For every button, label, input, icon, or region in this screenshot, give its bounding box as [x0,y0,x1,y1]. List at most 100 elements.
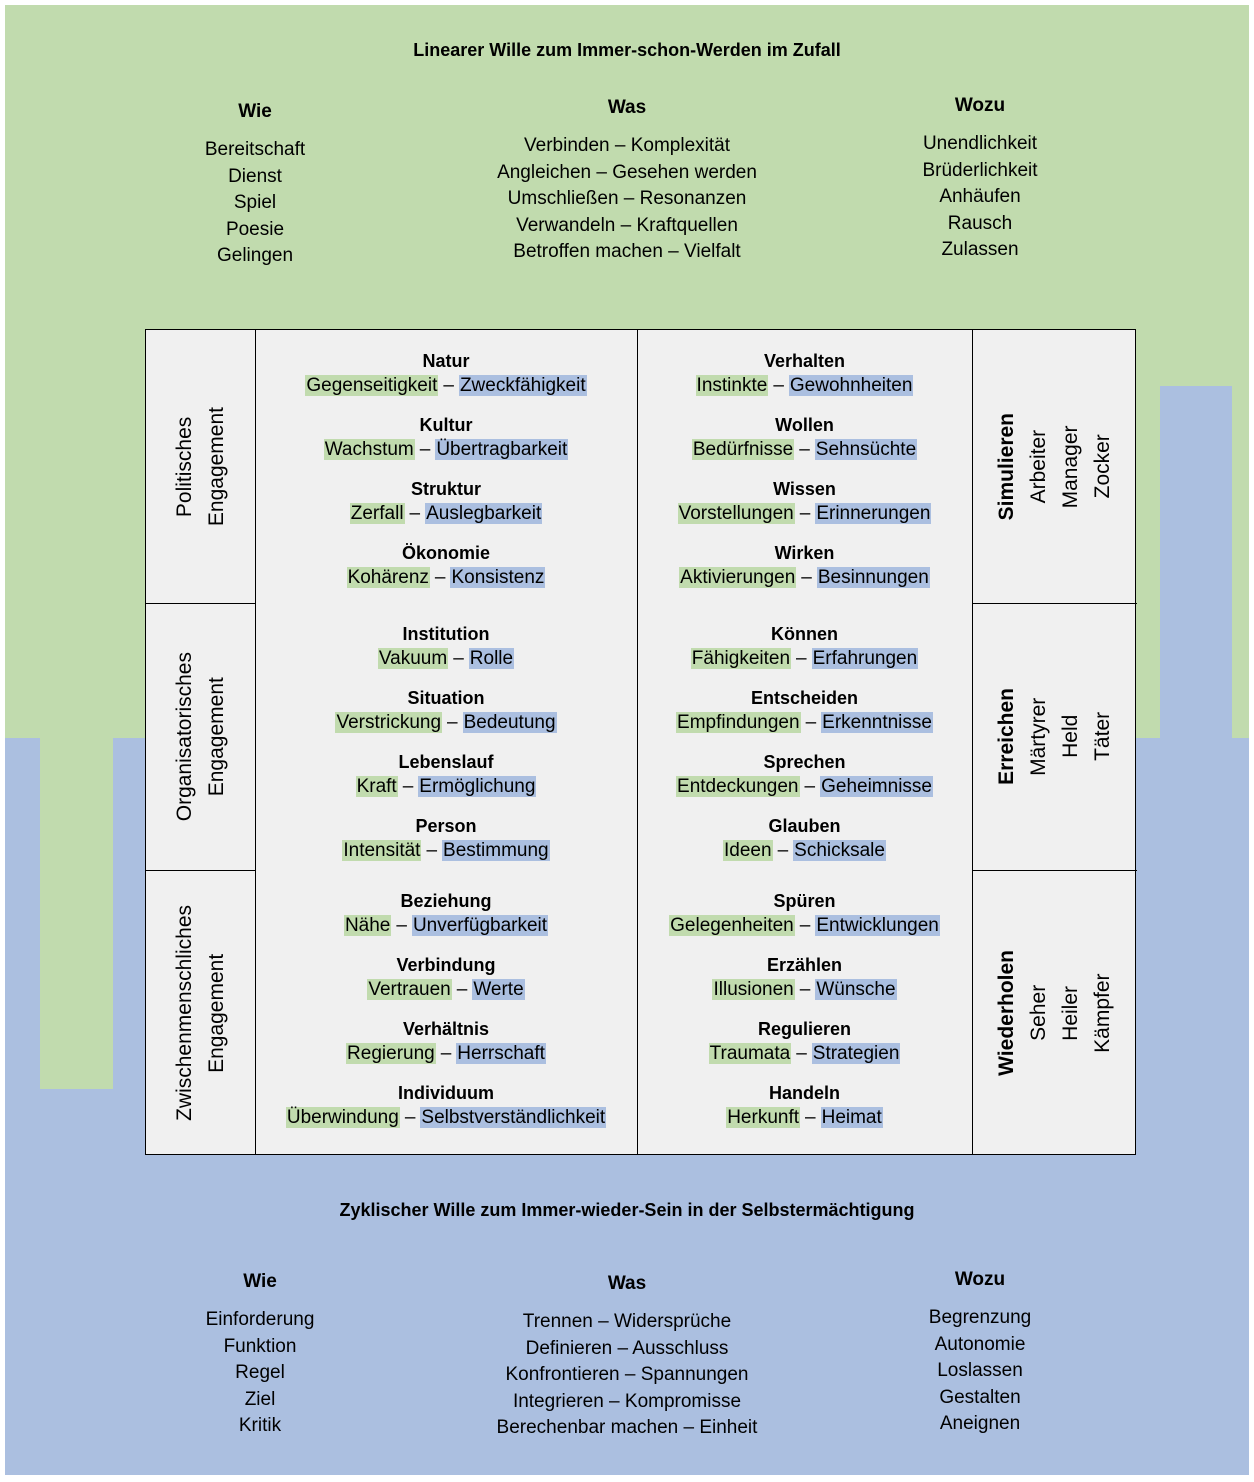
list-item: Gelingen [216,245,294,266]
concept-cyclic-term: Entwicklungen [815,915,940,936]
column-header: Wie [238,101,272,122]
mode-role: Täter [1091,711,1114,761]
list-item: Rausch [947,212,1013,234]
concept-title: Sprechen [763,752,846,772]
pair-separator: – [443,375,454,396]
concept-cyclic-term: Ermöglichung [418,776,537,797]
column-header: Was [607,97,647,118]
concept-cyclic-term: Erfahrungen [811,648,919,669]
concept-linear-term: Vertrauen [367,979,452,1000]
list-item: Konfrontieren – Spannungen [505,1364,749,1385]
concept-linear-term: Gelegenheiten [669,915,795,936]
concept-title: Wollen [775,415,834,435]
concept-linear-term: Ideen [723,840,773,861]
concept-linear-term: Verstrickung [335,712,443,733]
list-item: Brüderlichkeit [922,159,1038,181]
bottom-wozu-column: Wozu Begrenzung Autonomie Loslassen Gest… [800,1269,1160,1438]
concept-linear-term: Traumata [708,1043,792,1064]
concept-linear-term: Gegenseitigkeit [305,375,439,396]
pair-separator: – [404,1107,416,1128]
concept-pair: Gegenseitigkeit–Zweckfähigkeit [255,373,637,399]
concept-title: Situation [407,688,485,708]
top-was-column: Was Verbinden – Komplexität Angleichen –… [447,97,807,266]
bottom-wie-column: Wie Einforderung Funktion Regel Ziel Kri… [80,1271,440,1440]
pair-separator: – [796,1043,807,1064]
bottom-title: Zyklischer Wille zum Immer-wieder-Sein i… [339,1200,915,1220]
pair-separator: – [804,776,816,797]
concept-pair: Gelegenheiten–Entwicklungen [637,913,972,939]
pair-separator: – [409,503,421,524]
concept-pair: Verstrickung–Bedeutung [255,710,637,736]
pair-separator: – [426,840,438,861]
mode-role: Heiler [1059,985,1082,1040]
pair-separator: – [396,915,407,936]
list-item: Begrenzung [928,1307,1032,1328]
concept-pair: Kohärenz–Konsistenz [255,565,637,591]
pair-separator: – [447,712,458,733]
list-item: Kritik [238,1415,282,1436]
list-item: Loslassen [937,1360,1023,1381]
concept-linear-term: Nähe [343,915,392,936]
pair-separator: – [402,776,414,797]
concept-cyclic-term: Zweckfähigkeit [458,375,587,396]
concept-cyclic-term: Geheimnisse [820,776,933,797]
list-item: Betroffen machen – Vielfalt [513,241,741,262]
list-item: Poesie [225,218,285,240]
mode-title: Simulieren [995,412,1018,521]
list-item: Bereitschaft [204,139,306,160]
concept-linear-term: Wachstum [323,439,415,460]
concept-pair: Instinkte–Gewohnheiten [637,373,972,399]
engagement-label-line: Zwischenmenschliches [172,904,196,1121]
pair-separator: – [799,979,811,1000]
list-item: Dienst [228,165,282,187]
pair-separator: – [773,375,784,396]
top-wie-column: Wie Bereitschaft Dienst Spiel Poesie Gel… [75,101,435,270]
concept-linear-term: Illusionen [712,979,795,1000]
concept-title: Wissen [773,479,836,499]
pair-separator: – [801,567,812,588]
concept-cyclic-term: Auslegbarkeit [425,503,543,524]
list-item: Autonomie [934,1333,1026,1355]
concept-pair: Intensität–Bestimmung [255,838,637,864]
list-item: Regel [235,1362,285,1383]
concept-pair: Ideen–Schicksale [637,838,972,864]
list-item: Einforderung [205,1309,315,1330]
concept-title: Verbindung [396,955,496,975]
concept-linear-term: Instinkte [695,375,769,396]
concept-cyclic-term: Strategien [811,1043,901,1064]
concept-pair: Zerfall–Auslegbarkeit [255,501,637,527]
concept-title: Regulieren [757,1019,852,1039]
concept-cyclic-term: Schicksale [793,840,886,861]
list-item: Integrieren – Kompromisse [512,1390,742,1412]
column-header: Was [607,1273,647,1294]
concept-linear-term: Aktivierungen [679,567,797,588]
bottom-was-column: Was Trennen – Widersprüche Definieren – … [447,1273,807,1442]
top-wozu-column: Wozu Unendlichkeit Brüderlichkeit Anhäuf… [800,95,1160,264]
concept-linear-term: Herkunft [726,1107,801,1128]
mode-role: Seher [1027,984,1050,1041]
mode-role: Manager [1059,425,1082,508]
pair-separator: – [796,648,807,669]
mode-title: Wiederholen [995,949,1018,1076]
list-item: Angleichen – Gesehen werden [497,161,757,183]
concept-linear-term: Vakuum [377,648,449,669]
list-item: Definieren – Ausschluss [525,1337,729,1359]
